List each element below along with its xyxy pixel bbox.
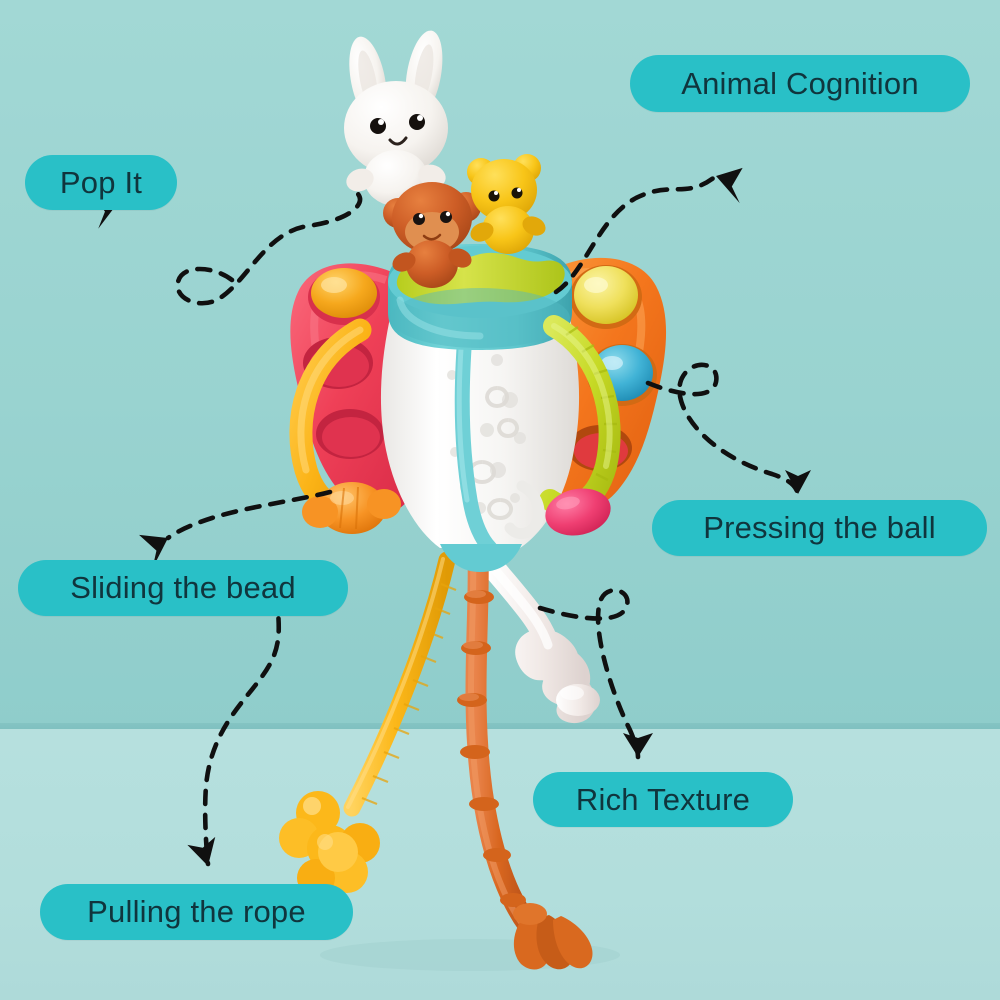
toy-teal-drum xyxy=(388,244,572,350)
rope-white-coiled xyxy=(475,548,600,723)
toy-teal-base xyxy=(440,544,522,572)
figurine-bunny[interactable] xyxy=(343,28,449,206)
press-ball-yellow[interactable] xyxy=(570,265,642,329)
callout-label: Animal Cognition xyxy=(681,65,919,101)
body-white-clip xyxy=(504,480,545,540)
callout-pop-it[interactable]: Pop It xyxy=(25,155,177,210)
figurine-bear[interactable] xyxy=(467,154,549,254)
callout-rich-texture[interactable]: Rich Texture xyxy=(533,772,793,827)
callout-label: Pulling the rope xyxy=(87,894,306,929)
rod-yellow-left[interactable] xyxy=(289,318,401,534)
callout-sliding-the-bead[interactable]: Sliding the bead xyxy=(18,560,348,616)
rope-orange-segmented[interactable] xyxy=(457,541,593,970)
callout-pulling-the-rope[interactable]: Pulling the rope xyxy=(40,884,353,940)
rod-green-right[interactable] xyxy=(504,315,621,542)
background-surface-edge xyxy=(0,723,1000,730)
callout-label: Pop It xyxy=(59,164,143,200)
callout-pressing-the-ball[interactable]: Pressing the ball xyxy=(652,500,987,556)
sliding-bead-pink[interactable] xyxy=(541,483,615,542)
figurine-monkey[interactable] xyxy=(383,182,481,288)
callout-label: Pressing the ball xyxy=(703,510,936,545)
callout-label: Rich Texture xyxy=(575,781,751,817)
pop-it-dimples[interactable] xyxy=(303,337,384,459)
rope-yellow-flower-handle[interactable] xyxy=(279,791,380,897)
callout-label: Sliding the bead xyxy=(70,570,296,605)
callout-animal-cognition[interactable]: Animal Cognition xyxy=(630,55,970,112)
rope-orange-tassel xyxy=(513,903,593,970)
